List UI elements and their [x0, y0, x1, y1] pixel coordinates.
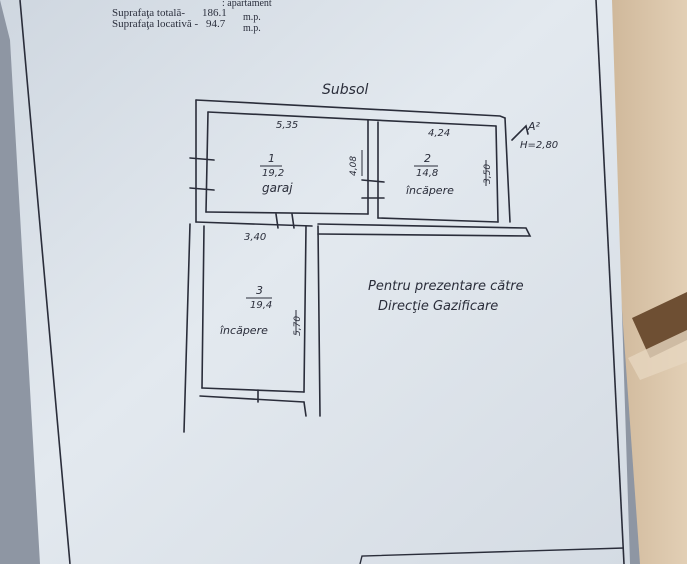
- room2-name: încăpere: [406, 184, 454, 197]
- wall: [201, 387, 305, 393]
- total-area-unit: m.p.: [243, 12, 261, 23]
- wall: [201, 225, 205, 389]
- fabric-surface: [600, 0, 687, 564]
- living-area-unit: m.p.: [243, 23, 261, 34]
- wall: [361, 179, 385, 183]
- room3-width: 3,40: [244, 232, 266, 243]
- wall: [303, 401, 307, 417]
- paper-sheet: [0, 0, 630, 564]
- stair-arrow: [511, 124, 529, 141]
- room2-height: 3,50: [483, 164, 493, 184]
- room1-height: 4,08: [349, 156, 359, 176]
- fabric-stripe: [628, 330, 687, 380]
- note-line2: Direcţie Gazificare: [378, 299, 498, 314]
- room2-width: 4,24: [428, 128, 450, 139]
- room3-name: încăpere: [220, 324, 268, 337]
- level-label: Subsol: [322, 82, 369, 98]
- room2-area: 14,8: [416, 168, 438, 179]
- wall: [377, 217, 499, 223]
- living-area-label: Suprafaţa locativă -: [112, 18, 198, 30]
- floor-plan: [183, 99, 532, 433]
- wall: [495, 125, 499, 223]
- wall: [195, 221, 313, 227]
- wall: [205, 211, 369, 215]
- wall: [504, 117, 511, 223]
- room2-number: 2: [424, 152, 431, 165]
- wall: [195, 99, 506, 119]
- wall: [317, 223, 532, 237]
- room1-area: 19,2: [262, 168, 284, 179]
- stair-label: A²: [527, 120, 541, 133]
- wall: [303, 225, 307, 393]
- room1-width: 5,35: [276, 120, 298, 131]
- wall: [189, 187, 215, 191]
- wall: [317, 225, 321, 417]
- header-line0: : apartament: [222, 0, 272, 9]
- note-line1: Pentru prezentare către: [368, 279, 524, 294]
- living-area-value: 94.7: [206, 18, 226, 30]
- wall: [189, 157, 215, 161]
- page-frame: [359, 547, 625, 564]
- wall: [275, 213, 279, 229]
- page-frame: [595, 0, 625, 564]
- room3-area: 19,4: [250, 300, 272, 311]
- total-area-label: Suprafaţa totală-: [112, 7, 185, 19]
- room3-number: 3: [256, 284, 263, 297]
- wall: [199, 395, 305, 403]
- total-area-value: 186.1: [202, 7, 227, 19]
- room3-height: 5,70: [293, 316, 303, 336]
- page-frame: [19, 0, 71, 564]
- room1-number: 1: [268, 152, 275, 165]
- wall: [291, 213, 295, 229]
- height-label: H=2,80: [520, 140, 558, 151]
- room1-name: garaj: [262, 181, 293, 195]
- wall: [183, 223, 191, 433]
- dimension-lines: [295, 150, 487, 334]
- wall: [205, 111, 209, 213]
- wall: [207, 111, 497, 127]
